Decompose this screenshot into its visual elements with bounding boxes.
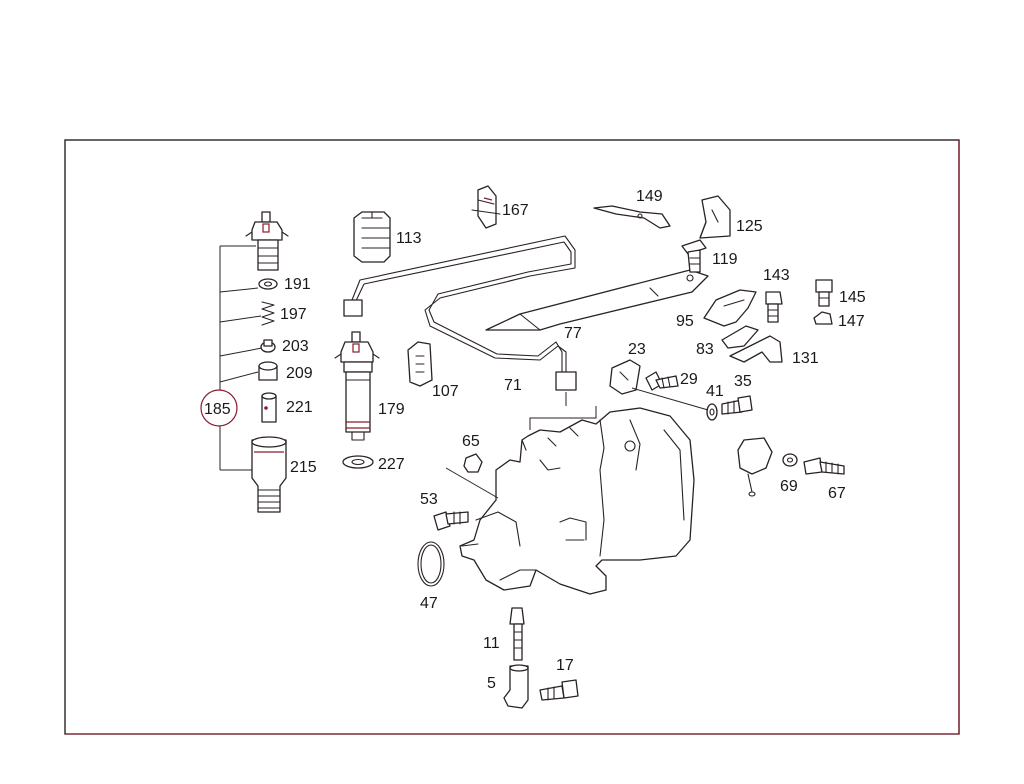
diagram-frame [64, 139, 960, 735]
sensor-107-part[interactable] [407, 341, 433, 387]
label-29[interactable]: 29 [680, 371, 698, 388]
washer-191-part[interactable] [258, 278, 278, 290]
label-95[interactable]: 95 [676, 313, 694, 330]
clamp-113-part[interactable] [353, 211, 391, 263]
bolt-35-part[interactable] [721, 395, 753, 415]
label-41[interactable]: 41 [706, 383, 724, 400]
washer-41-part[interactable] [706, 403, 718, 421]
label-67[interactable]: 67 [828, 485, 846, 502]
washer-227-part[interactable] [342, 455, 374, 469]
label-11[interactable]: 11 [483, 635, 500, 652]
label-119[interactable]: 119 [712, 251, 738, 268]
injector-179-part[interactable] [334, 331, 380, 441]
injection-line-71-part[interactable] [343, 235, 577, 391]
spring-seat-203-part[interactable] [260, 339, 276, 353]
label-83[interactable]: 83 [696, 341, 714, 358]
label-69[interactable]: 69 [780, 478, 798, 495]
label-147[interactable]: 147 [838, 313, 865, 330]
connector-11-part[interactable] [509, 607, 525, 661]
bracket-23-part[interactable] [609, 359, 641, 395]
clip-167-part[interactable] [471, 185, 501, 229]
label-145[interactable]: 145 [839, 289, 866, 306]
label-5[interactable]: 5 [487, 675, 496, 692]
bracket-77-part[interactable] [485, 269, 709, 331]
label-113[interactable]: 113 [396, 230, 422, 247]
nut-65-part[interactable] [463, 453, 483, 473]
part-labels: 5 11 17 23 29 35 41 47 53 65 67 69 71 77… [204, 188, 866, 692]
label-71[interactable]: 71 [504, 377, 522, 394]
label-131[interactable]: 131 [792, 350, 819, 367]
bracket-131-part[interactable] [729, 335, 783, 363]
bracket-95-part[interactable] [703, 289, 757, 327]
label-23[interactable]: 23 [628, 341, 646, 358]
label-35[interactable]: 35 [734, 373, 752, 390]
label-167[interactable]: 167 [502, 202, 529, 219]
o-ring-47-part[interactable] [417, 541, 445, 587]
spring-197-part[interactable] [261, 301, 275, 326]
nut-147-part[interactable] [813, 311, 833, 325]
label-197[interactable]: 197 [280, 306, 307, 323]
label-125[interactable]: 125 [736, 218, 763, 235]
intermediate-disc-209-part[interactable] [258, 361, 278, 381]
fitting-5-part[interactable] [503, 664, 529, 709]
label-143[interactable]: 143 [763, 267, 790, 284]
bracket-83-part[interactable] [721, 325, 759, 349]
bolt-143-part[interactable] [765, 291, 783, 323]
label-185[interactable]: 185 [204, 401, 231, 418]
label-203[interactable]: 203 [282, 338, 309, 355]
label-227[interactable]: 227 [378, 456, 405, 473]
assembly-185-circle[interactable] [200, 389, 238, 427]
washer-69-part[interactable] [782, 453, 798, 467]
label-53[interactable]: 53 [420, 491, 438, 508]
label-47[interactable]: 47 [420, 595, 438, 612]
label-221[interactable]: 221 [286, 399, 313, 416]
nozzle-nut-215-part[interactable] [251, 436, 287, 513]
label-179[interactable]: 179 [378, 401, 405, 418]
label-149[interactable]: 149 [636, 188, 663, 205]
vacuum-unit-part[interactable] [737, 437, 773, 497]
bolt-17-part[interactable] [539, 679, 579, 701]
assembly-185-bracket [200, 245, 263, 471]
bolt-145-part[interactable] [815, 279, 833, 307]
nozzle-221-part[interactable] [261, 392, 277, 423]
label-107[interactable]: 107 [432, 383, 459, 400]
injection-pump-part[interactable] [459, 407, 695, 595]
bolt-53-part[interactable] [433, 511, 469, 531]
bracket-149-part[interactable] [593, 205, 671, 229]
bracket-125-part[interactable] [699, 195, 731, 239]
bolt-119-part[interactable] [681, 239, 707, 273]
injector-nozzle-holder-part[interactable] [245, 211, 289, 271]
label-209[interactable]: 209 [286, 365, 313, 382]
bolt-67-part[interactable] [803, 457, 845, 475]
label-65[interactable]: 65 [462, 433, 480, 450]
label-191[interactable]: 191 [284, 276, 311, 293]
label-17[interactable]: 17 [556, 657, 574, 674]
label-215[interactable]: 215 [290, 459, 317, 476]
bolt-29-part[interactable] [645, 371, 679, 391]
label-77[interactable]: 77 [564, 325, 582, 342]
